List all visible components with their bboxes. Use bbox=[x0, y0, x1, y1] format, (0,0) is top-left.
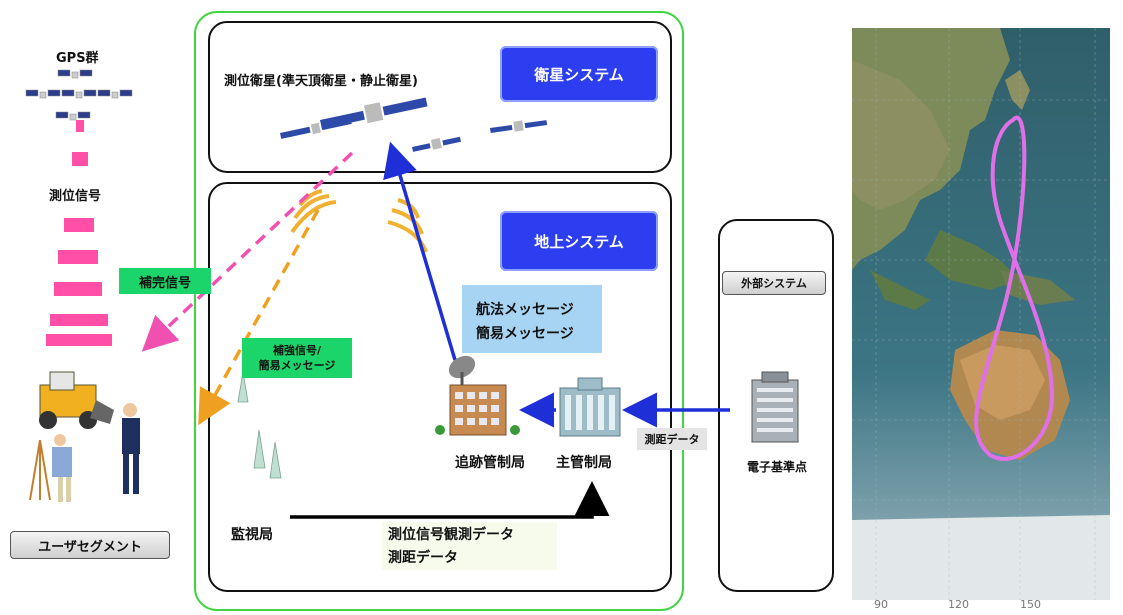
user-segment-icon bbox=[29, 371, 140, 502]
user-segment-tag: ユーザセグメント bbox=[10, 531, 170, 559]
qzs-ground-track bbox=[974, 115, 1055, 461]
tracking-station-label: 追跡管制局 bbox=[455, 455, 525, 471]
external-system-box bbox=[718, 219, 834, 592]
augmentation-line1: 補強信号/ bbox=[272, 344, 322, 357]
observation-data-line2: 測距データ bbox=[388, 550, 458, 566]
complement-signal-arrow bbox=[141, 151, 354, 352]
ranging-data-label: 測距データ bbox=[637, 428, 707, 450]
qzs-satellites-icon bbox=[280, 97, 548, 152]
observation-data-box: 測位信号観測データ 測距データ bbox=[382, 522, 557, 570]
complement-signal-tag: 補完信号 bbox=[119, 268, 211, 294]
ground-system-tag: 地上システム bbox=[500, 211, 658, 271]
qzs-satellites-label: 測位衛星(準天頂衛星・静止衛星) bbox=[224, 74, 418, 89]
satellite-system-box bbox=[208, 21, 672, 173]
map-tick-90: 90 bbox=[874, 598, 888, 611]
gps-title: GPS群 bbox=[56, 51, 99, 66]
gps-signal-label: 測位信号 bbox=[49, 189, 102, 204]
augmentation-signal-tag: 補強信号/ 簡易メッセージ bbox=[242, 338, 352, 378]
map-tick-150: 150 bbox=[1020, 598, 1041, 611]
map-panel bbox=[852, 28, 1110, 600]
reference-point-label: 電子基準点 bbox=[747, 460, 808, 474]
observation-data-line1: 測位信号観測データ bbox=[388, 527, 514, 543]
satellite-system-tag: 衛星システム bbox=[500, 46, 658, 102]
reference-point-icon bbox=[751, 371, 799, 443]
nav-message-box: 航法メッセージ 簡易メッセージ bbox=[462, 285, 602, 353]
gps-signal-beam-icon bbox=[46, 120, 112, 346]
tracking-station-icon bbox=[435, 355, 520, 436]
nav-message-line2: 簡易メッセージ bbox=[476, 326, 574, 342]
nav-message-line1: 航法メッセージ bbox=[476, 302, 574, 318]
master-station-icon bbox=[559, 377, 621, 437]
master-station-label: 主管制局 bbox=[556, 455, 612, 471]
green-frame bbox=[194, 11, 684, 611]
monitor-station-icon bbox=[237, 371, 282, 479]
external-system-tag: 外部システム bbox=[722, 271, 826, 295]
monitor-to-master-arrow bbox=[290, 481, 610, 519]
gps-satellites-icon bbox=[25, 69, 133, 121]
uplink-arrow bbox=[383, 141, 457, 361]
augmentation-line2: 簡易メッセージ bbox=[258, 359, 336, 372]
monitor-station-label: 監視局 bbox=[231, 527, 273, 543]
map-tick-120: 120 bbox=[948, 598, 969, 611]
